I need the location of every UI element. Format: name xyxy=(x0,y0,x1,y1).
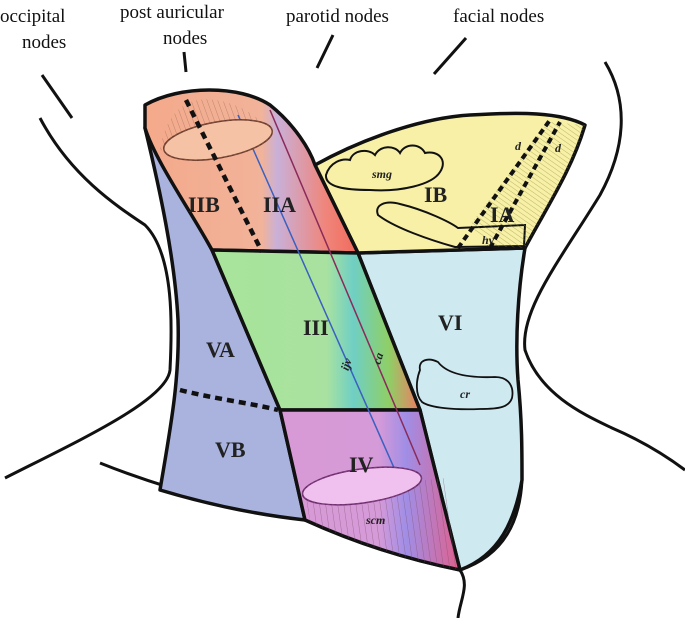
ijv-label: ijv xyxy=(338,356,355,372)
carotid-artery-line xyxy=(269,109,421,466)
level-IB-label: IB xyxy=(424,182,448,207)
ca-label: ca xyxy=(369,351,386,366)
hy-label: hy xyxy=(482,233,495,247)
digastric-muscle xyxy=(470,122,585,248)
digastric-label-1: d xyxy=(515,139,522,153)
facial-pointer-line xyxy=(432,37,468,75)
scm-muscle-upper xyxy=(160,99,274,161)
parotid-label: parotid nodes xyxy=(286,6,389,27)
occipital-pointer-line xyxy=(40,74,74,119)
digastric-label-2: d xyxy=(555,141,562,155)
scm-muscle-lower xyxy=(301,466,460,570)
post-auricular-pointer-line xyxy=(182,51,188,73)
post-auricular-label-line2: nodes xyxy=(163,28,207,49)
level-VI-label: VI xyxy=(438,310,462,335)
occipital-label-line1: occipital xyxy=(0,6,65,27)
neck-outline-right xyxy=(523,61,685,472)
facial-label: facial nodes xyxy=(453,6,544,27)
level-IV-label: IV xyxy=(349,452,374,477)
IA-IB-divider-1 xyxy=(456,118,552,250)
level-V-region xyxy=(143,126,307,522)
cr-label: cr xyxy=(460,387,470,401)
level-IIB-label: IIB xyxy=(188,192,220,217)
neck-outline-left xyxy=(4,117,173,480)
level-IA-label: IA xyxy=(490,202,515,227)
submandibular-gland-outline xyxy=(325,144,444,192)
scm-label: scm xyxy=(365,513,385,527)
cricoid-cartilage-outline xyxy=(415,358,514,411)
internal-jugular-vein-line xyxy=(237,114,396,471)
post-auricular-label-line1: post auricular xyxy=(120,2,225,23)
VA-VB-divider xyxy=(179,387,279,413)
level-III-label: III xyxy=(303,315,329,340)
IA-IB-divider-2 xyxy=(488,121,562,249)
level-VB-label: VB xyxy=(215,437,246,462)
level-VA-label: VA xyxy=(206,337,235,362)
level-IIA-label: IIA xyxy=(263,192,296,217)
level-VI-region xyxy=(356,246,527,572)
smg-label: smg xyxy=(371,167,392,181)
parotid-pointer-line xyxy=(315,34,335,69)
IIA-IIB-divider xyxy=(183,98,265,254)
occipital-label-line2: nodes xyxy=(22,32,66,53)
